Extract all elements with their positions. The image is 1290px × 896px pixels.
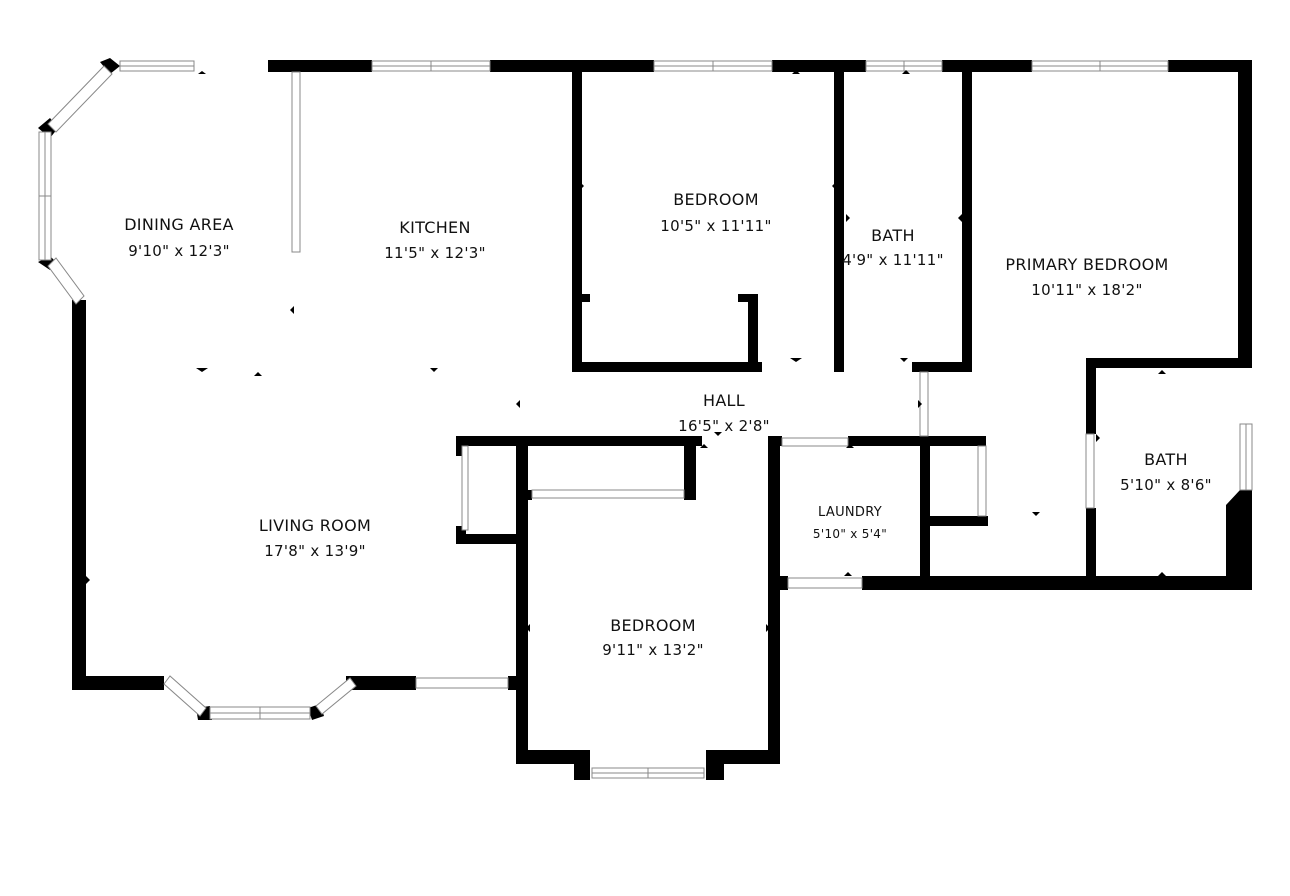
wall-laundry-right — [920, 440, 930, 586]
room-label-kitchen: KITCHEN 11'5" x 12'3" — [384, 218, 486, 262]
room-label-bath-2: BATH 5'10" x 8'6" — [1120, 450, 1212, 494]
window-bay-left-diag-bottom — [47, 257, 85, 305]
wall-bed2-bay-left — [574, 750, 590, 780]
wall-closet-bottom — [456, 534, 528, 544]
opening-dining-partition — [291, 71, 301, 253]
wall-bed1-right — [834, 66, 844, 372]
room-label-bath-1: BATH 4'9" x 11'11" — [842, 226, 944, 269]
room-dims: 9'11" x 13'2" — [602, 641, 704, 659]
room-name: KITCHEN — [399, 218, 470, 237]
wall-bed1-left — [572, 66, 582, 370]
wall-closet2-top — [922, 436, 986, 446]
opening-laundry-bottom — [787, 577, 863, 589]
wall-bed2-bottom-left — [516, 750, 586, 764]
room-name: BATH — [871, 226, 915, 245]
room-dims: 11'5" x 12'3" — [384, 244, 486, 262]
window-bay-bottom-diag-left — [163, 675, 207, 717]
room-name: BATH — [1144, 450, 1188, 469]
wall-bed1-closet — [748, 296, 758, 370]
wall-bay-left-corner — [100, 58, 120, 74]
room-name: BEDROOM — [610, 616, 696, 635]
wall-top-left — [268, 60, 372, 72]
opening-bed2-closet — [531, 489, 685, 499]
room-dims: 10'11" x 18'2" — [1031, 281, 1142, 299]
window-bottom-living — [415, 677, 509, 689]
room-name: PRIMARY BEDROOM — [1005, 255, 1168, 274]
room-dims: 5'10" x 8'6" — [1120, 476, 1212, 494]
room-label-laundry: LAUNDRY 5'10" x 5'4" — [813, 505, 887, 541]
room-dims: 9'10" x 12'3" — [128, 242, 230, 260]
wall-bath2-left-top — [1086, 358, 1096, 434]
wall-primary-bottom — [1086, 358, 1252, 368]
room-label-hall: HALL 16'5" x 2'8" — [678, 391, 770, 435]
wall-closet2-bottom — [922, 516, 988, 526]
room-label-bedroom-1: BEDROOM 10'5" x 11'11" — [660, 190, 771, 235]
room-label-primary-bedroom: PRIMARY BEDROOM 10'11" x 18'2" — [1005, 255, 1168, 299]
room-name: LAUNDRY — [818, 505, 882, 520]
wall-bed1-stub — [580, 294, 590, 302]
walls — [38, 58, 1252, 780]
wall-bed2-bay-right — [706, 750, 724, 780]
room-name: DINING AREA — [124, 215, 234, 234]
wall-bath1-bottom — [912, 362, 972, 372]
room-dims: 17'8" x 13'9" — [264, 542, 366, 560]
wall-bed1-closet-top — [738, 294, 758, 302]
wall-bed2-closet-stub — [518, 490, 532, 500]
room-name: LIVING ROOM — [259, 516, 371, 535]
wall-bath2-left-bottom — [1086, 508, 1096, 590]
wall-bottom-right — [862, 576, 1252, 590]
wall-top-mid2 — [772, 60, 866, 72]
room-label-bedroom-2: BEDROOM 9'11" x 13'2" — [602, 616, 704, 659]
wall-bath1-right — [962, 66, 972, 372]
opening-hall-laundry — [781, 437, 849, 447]
wall-bottom-left — [72, 676, 164, 690]
room-name: HALL — [703, 391, 745, 410]
wall-top-right — [1168, 60, 1252, 72]
room-name: BEDROOM — [673, 190, 759, 209]
room-label-living-room: LIVING ROOM 17'8" x 13'9" — [259, 516, 371, 560]
door-markers — [86, 70, 1242, 632]
window-bay-left-diag-top — [47, 65, 113, 133]
room-dims: 10'5" x 11'11" — [660, 217, 771, 235]
wall-bed2-right — [768, 440, 780, 764]
wall-top-mid3 — [942, 60, 1032, 72]
room-dims: 5'10" x 5'4" — [813, 527, 887, 541]
wall-hall-bottom-right — [848, 436, 986, 446]
room-dims: 4'9" x 11'11" — [842, 251, 944, 269]
wall-right-pier — [1226, 490, 1252, 590]
room-label-dining-area: DINING AREA 9'10" x 12'3" — [124, 215, 234, 260]
wall-bed1-bottom — [572, 362, 762, 372]
window-bay-bottom-diag-right — [315, 677, 357, 715]
windows — [38, 60, 1253, 779]
opening-bath2 — [1085, 433, 1095, 509]
wall-closet-left-top — [456, 436, 466, 456]
wall-right-upper — [1238, 60, 1252, 368]
wall-bed2-closet-right — [684, 440, 696, 500]
opening-closet2 — [977, 445, 987, 517]
wall-left — [72, 300, 86, 690]
wall-bottom-mid — [346, 676, 416, 690]
wall-bed2-bottom-right — [710, 750, 780, 764]
opening-closet-living — [461, 445, 469, 531]
room-dims: 16'5" x 2'8" — [678, 417, 770, 435]
wall-bed2-left — [516, 440, 528, 764]
wall-hall-bottom-left — [456, 436, 702, 446]
